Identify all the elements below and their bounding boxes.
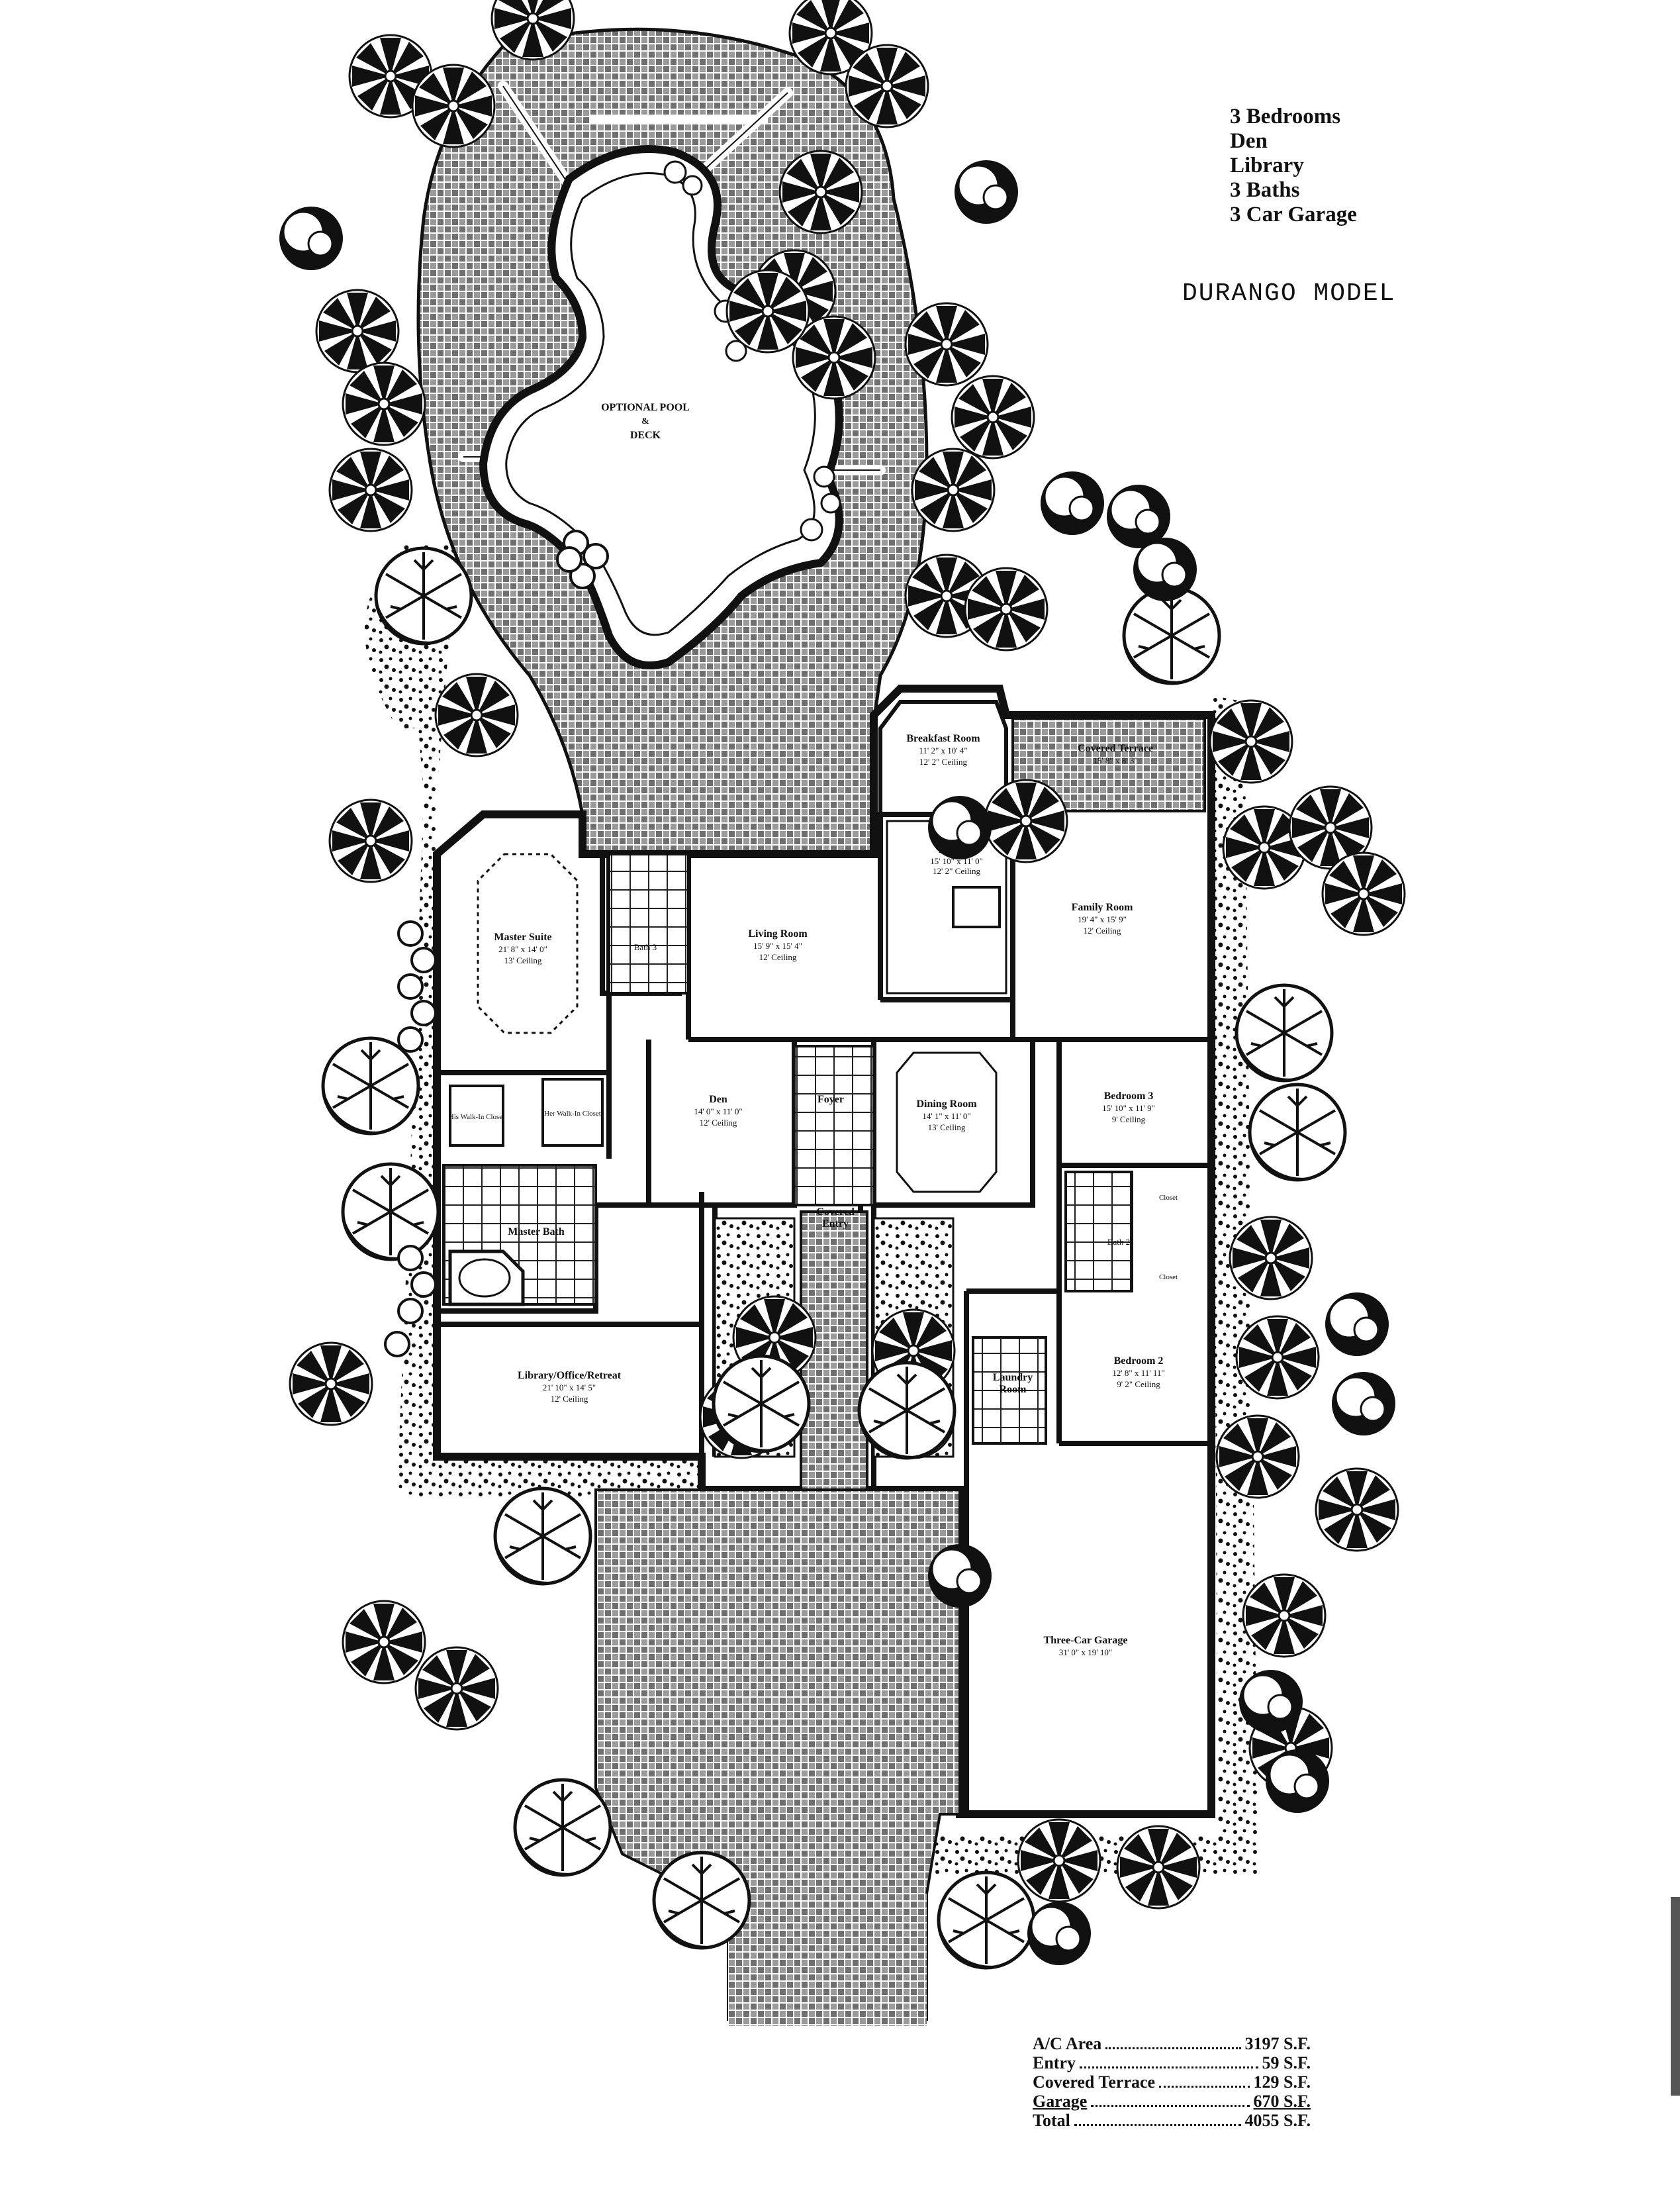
library-label: Library/Office/Retreat	[518, 1370, 622, 1381]
foyer-label: Foyer	[817, 1094, 844, 1105]
closet-a-label: Closet	[1159, 1194, 1178, 1202]
area-value: 4055 S.F.	[1244, 2111, 1311, 2130]
kitchen-island	[952, 886, 1001, 928]
kitchen-label: Kitchen	[939, 844, 974, 855]
tiled-floors	[442, 820, 1133, 1445]
garage-dims: 31' 0" x 19' 10"	[1059, 1647, 1112, 1657]
covered-entry-label-2: Entry	[822, 1218, 849, 1230]
bedroom2-label: Bedroom 2	[1114, 1355, 1164, 1367]
family-room-ceiling: 12' Ceiling	[1084, 926, 1121, 936]
master-suite-dims: 21' 8" x 14' 0"	[498, 944, 547, 954]
area-label: Covered Terrace	[1033, 2072, 1156, 2092]
room-labels: Breakfast Room 11' 2" x 10' 4" 12' 2" Ce…	[449, 733, 1178, 1657]
area-row: Covered Terrace 129 S.F.	[1033, 2072, 1311, 2092]
master-suite-label: Master Suite	[494, 932, 551, 943]
bath2-label: Bath 2	[1107, 1237, 1130, 1247]
her-closet-label: Her Walk-In Closet	[544, 1110, 601, 1118]
area-row: Entry 59 S.F.	[1033, 2053, 1311, 2072]
leader-dots	[1080, 2066, 1258, 2068]
dining-room-label: Dining Room	[916, 1098, 977, 1110]
her-closet-box	[541, 1078, 604, 1147]
family-room-dims: 19' 4" x 15' 9"	[1078, 914, 1127, 924]
breakfast-room-dims: 11' 2" x 10' 4"	[919, 746, 967, 755]
area-value: 129 S.F.	[1253, 2072, 1311, 2092]
bedroom2-ceiling: 9' 2" Ceiling	[1117, 1379, 1160, 1389]
covered-terrace-dims: 15' 8" x 8' 3"	[1093, 755, 1137, 765]
living-room-dims: 15' 9" x 15' 4"	[753, 941, 802, 951]
leader-dots	[1091, 2105, 1250, 2107]
garage-label: Three-Car Garage	[1044, 1635, 1128, 1646]
pool-label-line2: &	[641, 416, 649, 426]
feature-list: 3 Bedrooms Den Library 3 Baths 3 Car Gar…	[1230, 105, 1357, 227]
family-room-label: Family Room	[1072, 902, 1134, 913]
dining-room-dims: 14' 1" x 11' 0"	[922, 1111, 970, 1121]
area-label: Total	[1033, 2111, 1070, 2130]
kitchen-dims: 15' 10" x 11' 0"	[930, 856, 983, 866]
pool-label-line1: OPTIONAL POOL	[601, 402, 690, 413]
dining-room-tray-ceiling	[896, 1051, 998, 1193]
leader-dots	[1074, 2124, 1241, 2126]
feature-item: Library	[1230, 154, 1304, 177]
master-suite-tray-ceiling	[477, 853, 579, 1034]
laundry-label-1: Laundry	[993, 1372, 1033, 1383]
master-bath-label: Master Bath	[508, 1226, 565, 1238]
library-ceiling: 12' Ceiling	[551, 1394, 588, 1404]
den-label: Den	[709, 1094, 727, 1105]
pool-label-line3: DECK	[630, 430, 661, 441]
his-closet-label: His Walk-In Closet	[449, 1113, 504, 1121]
master-tub	[448, 1249, 525, 1306]
bedroom3-dims: 15' 10" x 11' 9"	[1102, 1103, 1155, 1113]
dining-room-ceiling: 13' Ceiling	[928, 1122, 966, 1132]
area-row: Total 4055 S.F.	[1033, 2111, 1311, 2130]
kitchen-ceiling: 12' 2" Ceiling	[933, 866, 980, 876]
feature-item: 3 Bedrooms	[1230, 105, 1341, 128]
closet-b-label: Closet	[1159, 1273, 1178, 1281]
covered-entry-label-1: Covered	[816, 1206, 855, 1218]
area-label: A/C Area	[1033, 2034, 1102, 2053]
covered-terrace-label: Covered Terrace	[1078, 743, 1153, 754]
den-dims: 14' 0" x 11' 0"	[694, 1106, 742, 1116]
master-suite-ceiling: 13' Ceiling	[504, 955, 542, 965]
model-title: DURANGO MODEL	[1182, 279, 1396, 308]
breakfast-room-ceiling: 12' 2" Ceiling	[919, 757, 967, 767]
laundry-label-2: Room	[1000, 1384, 1027, 1395]
area-label: Entry	[1033, 2053, 1076, 2072]
area-table: A/C Area 3197 S.F. Entry 59 S.F. Covered…	[1033, 2034, 1311, 2130]
leader-dots	[1159, 2086, 1250, 2088]
library-dims: 21' 10" x 14' 5"	[543, 1383, 596, 1392]
area-label: Garage	[1033, 2092, 1088, 2111]
leader-dots	[1105, 2047, 1241, 2049]
bedroom2-dims: 12' 8" x 11' 11"	[1112, 1368, 1164, 1378]
entry-walkway	[594, 1210, 961, 2026]
living-room-label: Living Room	[748, 928, 808, 940]
breakfast-room-label: Breakfast Room	[906, 733, 980, 744]
living-room-ceiling: 12' Ceiling	[759, 952, 797, 962]
area-value: 59 S.F.	[1262, 2053, 1311, 2072]
feature-item: 3 Car Garage	[1230, 203, 1357, 226]
feature-item: Den	[1230, 129, 1268, 153]
scan-edge-bar	[1671, 1897, 1680, 2096]
area-value: 670 S.F.	[1253, 2092, 1311, 2111]
area-row: Garage 670 S.F.	[1033, 2092, 1311, 2111]
feature-item: 3 Baths	[1230, 178, 1300, 202]
bedroom3-ceiling: 9' Ceiling	[1112, 1114, 1146, 1124]
bedroom3-label: Bedroom 3	[1104, 1091, 1154, 1102]
area-row: A/C Area 3197 S.F.	[1033, 2034, 1311, 2053]
den-ceiling: 12' Ceiling	[700, 1118, 737, 1128]
bath3-label: Bath 3	[634, 942, 657, 952]
area-value: 3197 S.F.	[1244, 2034, 1311, 2053]
his-closet-box	[449, 1085, 504, 1147]
